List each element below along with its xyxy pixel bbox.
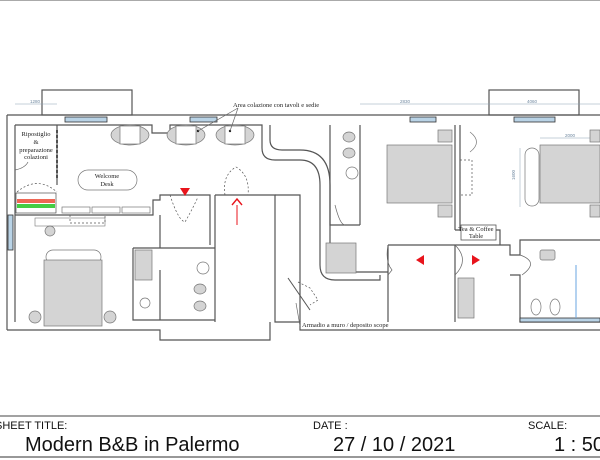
label-welcome: Welcome — [95, 173, 119, 180]
dimension-label: 1280 — [30, 99, 41, 104]
luggage-rack — [15, 183, 58, 214]
sink — [139, 297, 151, 309]
balcony-left — [41, 89, 133, 116]
toilet — [342, 131, 356, 143]
bed-middle — [386, 129, 453, 218]
toilet — [193, 300, 207, 312]
label-storage-breakfast: colazioni — [24, 154, 48, 161]
welcome-desk — [77, 169, 138, 191]
scale-value: 1 : 50 — [554, 434, 600, 456]
toilet — [530, 298, 542, 316]
dimension-label: 2000 — [565, 133, 576, 138]
date-label: DATE : — [313, 420, 348, 432]
windows — [7, 116, 600, 323]
date-value: 27 / 10 / 2021 — [333, 434, 455, 456]
label-storage-prep: preparazione — [19, 147, 53, 154]
breakfast-tables — [110, 124, 255, 146]
bidet — [342, 147, 356, 159]
label-storage: Ripostiglio — [22, 131, 51, 138]
label-table: Table — [469, 233, 483, 240]
bed-left — [28, 214, 117, 327]
wardrobe — [457, 277, 475, 319]
label-tea-coffee: Tea & Coffee — [458, 226, 493, 233]
shower — [325, 242, 357, 274]
shower — [134, 249, 153, 281]
bidet — [193, 283, 207, 295]
title-block: SHEET TITLE: Modern B&B in Palermo DATE … — [0, 415, 600, 458]
bidet — [549, 298, 561, 316]
dimension-label: 2830 — [400, 99, 411, 104]
label-breakfast-area: Area colazione con tavoli e sedie — [233, 102, 319, 109]
exit-arrows — [180, 188, 480, 265]
doors — [169, 166, 531, 276]
dimension-label: 1600 — [511, 169, 516, 180]
label-wardrobe: Armadio a muro / deposito scope — [302, 322, 389, 329]
sink — [345, 166, 359, 180]
sink — [539, 249, 556, 261]
dimension-label: 4060 — [527, 99, 538, 104]
label-storage-amp: & — [33, 139, 38, 146]
label-desk: Desk — [100, 181, 114, 188]
sheet-title-label: SHEET TITLE: — [0, 420, 67, 432]
sink — [196, 261, 210, 275]
sheet-title: Modern B&B in Palermo — [25, 434, 240, 456]
bed-right — [459, 129, 600, 218]
scale-label: SCALE: — [528, 420, 567, 432]
